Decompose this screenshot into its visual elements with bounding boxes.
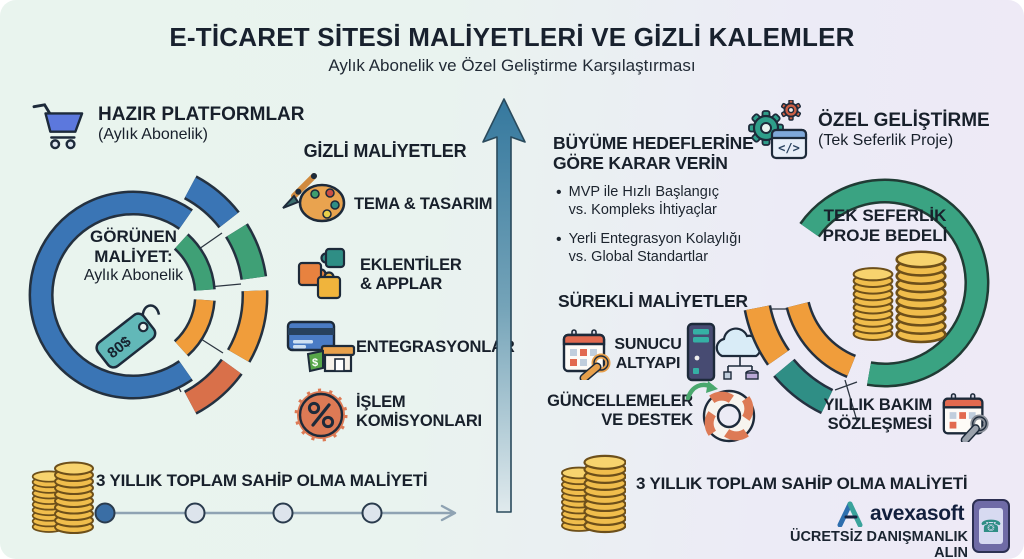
ongoing-item-label: SUNUCU ALTYAPI	[614, 336, 682, 372]
integrations-icon: $	[286, 320, 356, 373]
coins-icon	[561, 454, 626, 534]
page-title: E-TİCARET SİTESİ MALİYETLERİ VE GİZLİ KA…	[169, 22, 855, 52]
svg-text:$: $	[312, 357, 318, 369]
coins-icon	[31, 461, 94, 534]
calendar-wrench-icon	[942, 393, 989, 442]
project-cost-ring	[743, 178, 990, 422]
hidden-cost-item-label: TEMA & TASARIM	[354, 195, 493, 213]
phone-icon: ☎	[972, 499, 1010, 553]
brand-logo: avexasoft	[836, 501, 965, 527]
left-tco-label: 3 YILLIK TOPLAM SAHİP OLMA MALİYETİ	[96, 471, 428, 490]
project-cost-title: TEK SEFERLİK PROJE BEDELİ	[822, 206, 948, 246]
hidden-cost-item-label: ENTEGRASYONLAR	[356, 338, 515, 356]
coins-icon	[852, 250, 947, 344]
consultation-cta: ÜCRETSİZ DANIŞMANLIK ALIN	[789, 529, 968, 559]
decision-bullet: MVP ile Hızlı Başlangıç vs. Kompleks İht…	[556, 184, 756, 219]
gears-code-icon: </>	[748, 100, 808, 160]
ongoing-item-label: GÜNCELLEMELER VE DESTEK	[547, 392, 693, 430]
visible-cost-title: GÖRÜNEN MALİYET:	[90, 227, 177, 267]
hidden-cost-item-label: EKLENTİLER & APPLAR	[360, 256, 462, 294]
right-dev-title: ÖZEL GELİŞTİRME	[818, 110, 990, 132]
avexasoft-logo-icon	[837, 501, 863, 527]
cost-timeline	[94, 502, 457, 524]
page-subtitle: Aylık Abonelik ve Özel Geliştirme Karşıl…	[328, 56, 696, 75]
brand-name: avexasoft	[870, 502, 965, 525]
visible-cost-label: GÖRÜNEN MALİYET: Aylık Abonelik	[56, 227, 211, 285]
svg-text:</>: </>	[778, 141, 800, 155]
puzzle-icon	[297, 247, 346, 300]
percent-badge-icon	[294, 388, 348, 442]
price-tag-icon: 80$	[95, 304, 161, 369]
right-dev-subtitle: (Tek Seferlik Proje)	[818, 132, 954, 150]
lifebuoy-icon	[685, 381, 756, 443]
ongoing-costs-title: SÜREKLİ MALİYETLER	[558, 291, 748, 311]
hidden-costs-title: GİZLİ MALİYETLER	[303, 141, 467, 161]
right-dev-header: </> ÖZEL GELİŞTİRME (Tek Seferlik Proje)	[744, 100, 990, 162]
left-platform-subtitle: (Aylık Abonelik)	[98, 126, 208, 144]
palette-icon	[282, 173, 346, 223]
left-platform-header: HAZIR PLATFORMLAR (Aylık Abonelik)	[30, 100, 305, 150]
maintenance-label: YILLIK BAKIM SÖZLEŞMESİ	[823, 396, 932, 434]
decision-bullet: Yerli Entegrasyon Kolaylığı vs. Global S…	[556, 231, 756, 266]
left-platform-title: HAZIR PLATFORMLAR	[98, 104, 305, 126]
right-tco-label: 3 YILLIK TOPLAM SAHİP OLMA MALİYETİ	[636, 474, 968, 493]
calendar-wrench-icon	[562, 329, 611, 380]
visible-cost-subtitle: Aylık Abonelik	[83, 267, 184, 285]
hidden-cost-item-label: İŞLEM KOMİSYONLARI	[356, 393, 482, 431]
shopping-cart-icon	[32, 103, 84, 150]
server-cloud-icon	[686, 322, 762, 382]
rising-cost-arrow	[482, 98, 526, 513]
subscription-cost-ring: 80$	[28, 175, 269, 415]
decision-title: BÜYÜME HEDEFLERİNE GÖRE KARAR VERİN	[553, 133, 754, 174]
